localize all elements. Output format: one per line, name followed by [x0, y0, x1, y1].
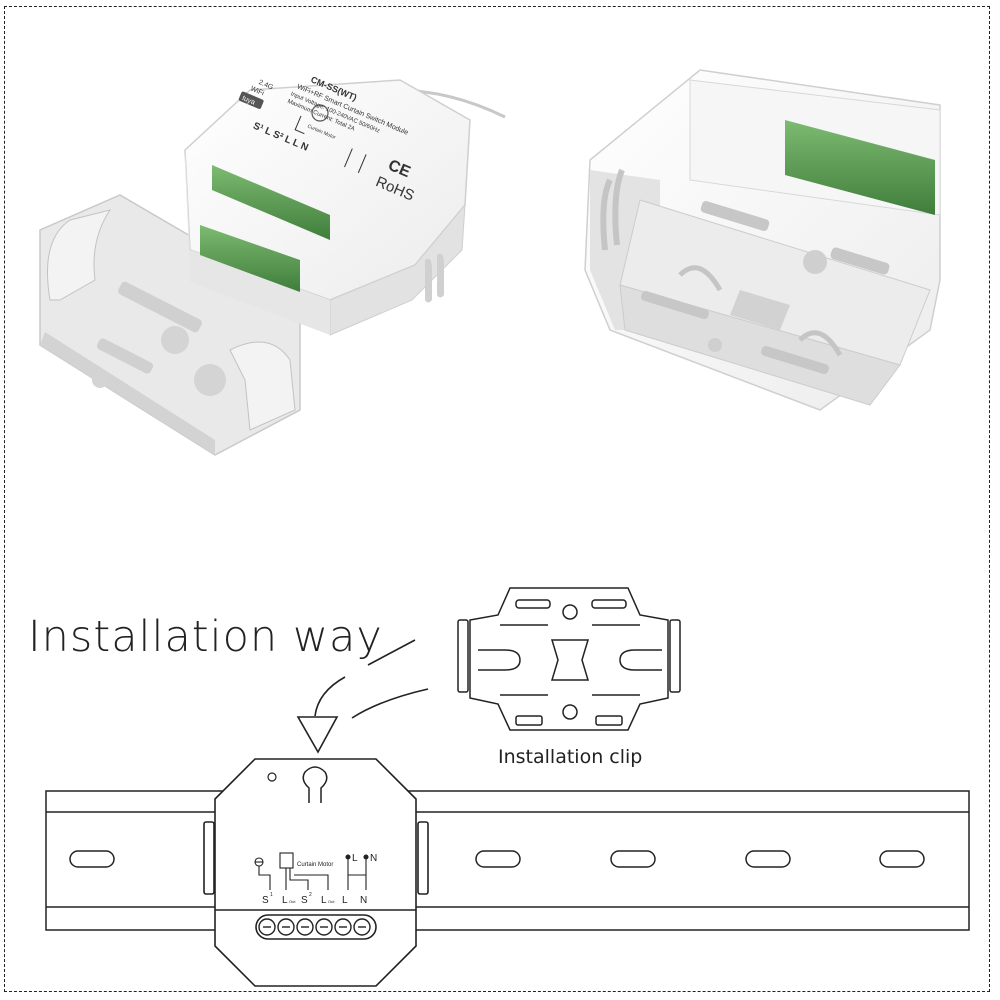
rail-slot: [475, 850, 521, 868]
module-with-clip-3d: [584, 69, 941, 411]
schematic-neutral-mark: N: [370, 853, 377, 864]
terminal-label: S: [301, 895, 308, 906]
schematic-line-mark: L: [352, 853, 358, 864]
terminal-label: N: [360, 895, 367, 906]
terminal-label: L: [282, 895, 288, 906]
terminal-label: L: [342, 895, 348, 906]
installation-heading: Installation way: [28, 612, 383, 662]
terminal-label: S: [262, 895, 269, 906]
installation-clip-drawing: [457, 587, 681, 731]
terminal-sup: Out: [289, 899, 296, 904]
terminal-sup: 2: [309, 892, 312, 898]
terminal-sup: Out: [328, 899, 335, 904]
switch-module-top-view: Curtain Motor L N S 1 L Out S 2 L Out L …: [203, 758, 429, 987]
rail-slot: [879, 850, 925, 868]
figure-border: [4, 6, 990, 992]
insert-arrows: [296, 639, 429, 754]
rail-slot: [69, 850, 115, 868]
tuya-logo: tuya: [241, 95, 256, 107]
terminal-label: L: [321, 895, 327, 906]
switch-module-3d: CM-SS(WT) WiFi+RF Smart Curtain Switch M…: [184, 74, 506, 336]
rail-slot: [610, 850, 656, 868]
rail-slot: [745, 850, 791, 868]
din-rail: [45, 790, 970, 931]
terminal-sup: 1: [270, 892, 273, 898]
installation-clip-caption: Installation clip: [498, 746, 643, 768]
schematic-motor-label: Curtain Motor: [297, 862, 333, 868]
mounting-clip-3d: [39, 194, 301, 456]
